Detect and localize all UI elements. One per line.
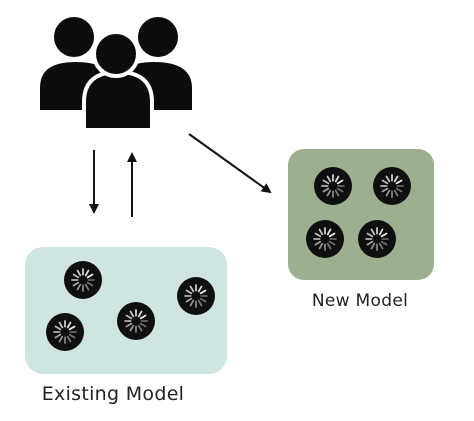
new-unit-spinner-icon	[314, 167, 352, 205]
arrow-users-to-new-model	[188, 133, 272, 194]
existing-unit-spinner-icon	[117, 302, 155, 340]
user-center-icon	[82, 30, 154, 132]
new-model-box	[288, 149, 434, 280]
new-model-units	[306, 167, 411, 258]
existing-unit-spinner-icon	[46, 313, 84, 351]
new-model-label: New Model	[311, 291, 409, 311]
new-unit-spinner-icon	[373, 167, 411, 205]
existing-unit-spinner-icon	[64, 261, 102, 299]
user-left-icon	[36, 13, 116, 114]
existing-unit-spinner-icon	[177, 277, 215, 315]
existing-model-units	[46, 261, 215, 351]
existing-model-label: Existing Model	[41, 383, 185, 405]
users-group-icon	[36, 13, 196, 132]
new-unit-spinner-icon	[306, 220, 344, 258]
new-unit-spinner-icon	[358, 220, 396, 258]
